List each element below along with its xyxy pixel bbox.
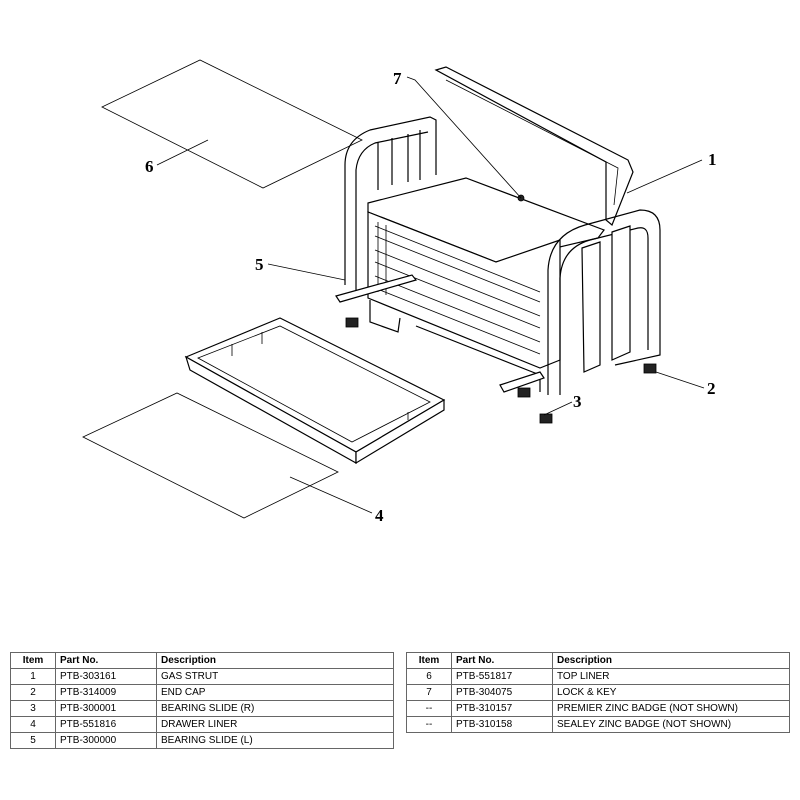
end-cap-foot <box>539 413 553 424</box>
parts-table-right: Item Part No. Description 6 PTB-551817 T… <box>406 652 790 733</box>
header-part-no: Part No. <box>55 652 157 669</box>
callout-3: 3 <box>573 392 582 411</box>
header-part-no: Part No. <box>451 652 553 669</box>
end-cap-foot <box>643 363 657 374</box>
table-row: 5 PTB-300000 BEARING SLIDE (L) <box>10 732 394 749</box>
header-description: Description <box>156 652 394 669</box>
header-description: Description <box>552 652 790 669</box>
callout-2: 2 <box>707 379 716 398</box>
drawer <box>184 317 446 465</box>
bearing-slide-right <box>499 371 545 393</box>
end-cap-foot <box>517 387 531 398</box>
table-row: -- PTB-310158 SEALEY ZINC BADGE (NOT SHO… <box>406 716 790 733</box>
tool-chest <box>344 66 661 424</box>
bearing-slide-left <box>335 274 418 303</box>
parts-table-left: Item Part No. Description 1 PTB-303161 G… <box>10 652 394 749</box>
end-cap-foot <box>345 317 359 328</box>
header-item: Item <box>10 652 56 669</box>
callout-1: 1 <box>708 150 717 169</box>
callout-7: 7 <box>393 69 402 88</box>
drawer-liner-sheet <box>82 392 339 519</box>
exploded-parts-diagram: 1 2 3 4 5 6 7 <box>82 59 717 525</box>
header-item: Item <box>406 652 452 669</box>
leader-lines <box>156 76 705 514</box>
table-row: 1 PTB-303161 GAS STRUT <box>10 668 394 685</box>
table-row: 3 PTB-300001 BEARING SLIDE (R) <box>10 700 394 717</box>
callout-6: 6 <box>145 157 154 176</box>
table-row: 7 PTB-304075 LOCK & KEY <box>406 684 790 701</box>
top-liner-sheet <box>101 59 363 189</box>
table-row: 6 PTB-551817 TOP LINER <box>406 668 790 685</box>
table-row: 4 PTB-551816 DRAWER LINER <box>10 716 394 733</box>
table-row: 2 PTB-314009 END CAP <box>10 684 394 701</box>
lid <box>434 66 634 226</box>
table-row: -- PTB-310157 PREMIER ZINC BADGE (NOT SH… <box>406 700 790 717</box>
callout-4: 4 <box>375 506 384 525</box>
callout-5: 5 <box>255 255 264 274</box>
